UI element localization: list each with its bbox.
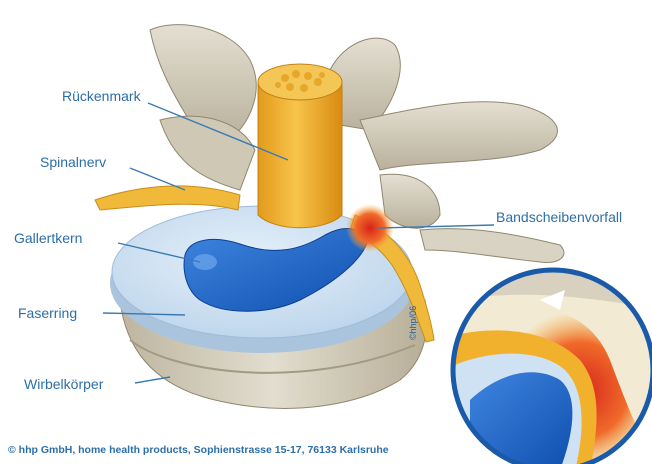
label-bandscheibenvorfall: Bandscheibenvorfall	[496, 209, 622, 225]
nucleus-highlight	[193, 254, 217, 270]
label-wirbelkoerper: Wirbelkörper	[24, 376, 104, 392]
leader-bandscheibenvorfall	[378, 225, 494, 228]
label-faserring: Faserring	[18, 305, 77, 321]
spinal-cord	[258, 64, 342, 228]
magnified-inset	[453, 270, 652, 464]
label-spinalnerv: Spinalnerv	[40, 154, 106, 170]
copyright-footer: © hhp GmbH, home health products, Sophie…	[8, 444, 389, 456]
label-gallertkern: Gallertkern	[14, 230, 82, 246]
watermark: ©hhp/06	[408, 306, 418, 340]
label-rueckenmark: Rückenmark	[62, 88, 142, 104]
leader-wirbelkoerper	[135, 377, 170, 383]
